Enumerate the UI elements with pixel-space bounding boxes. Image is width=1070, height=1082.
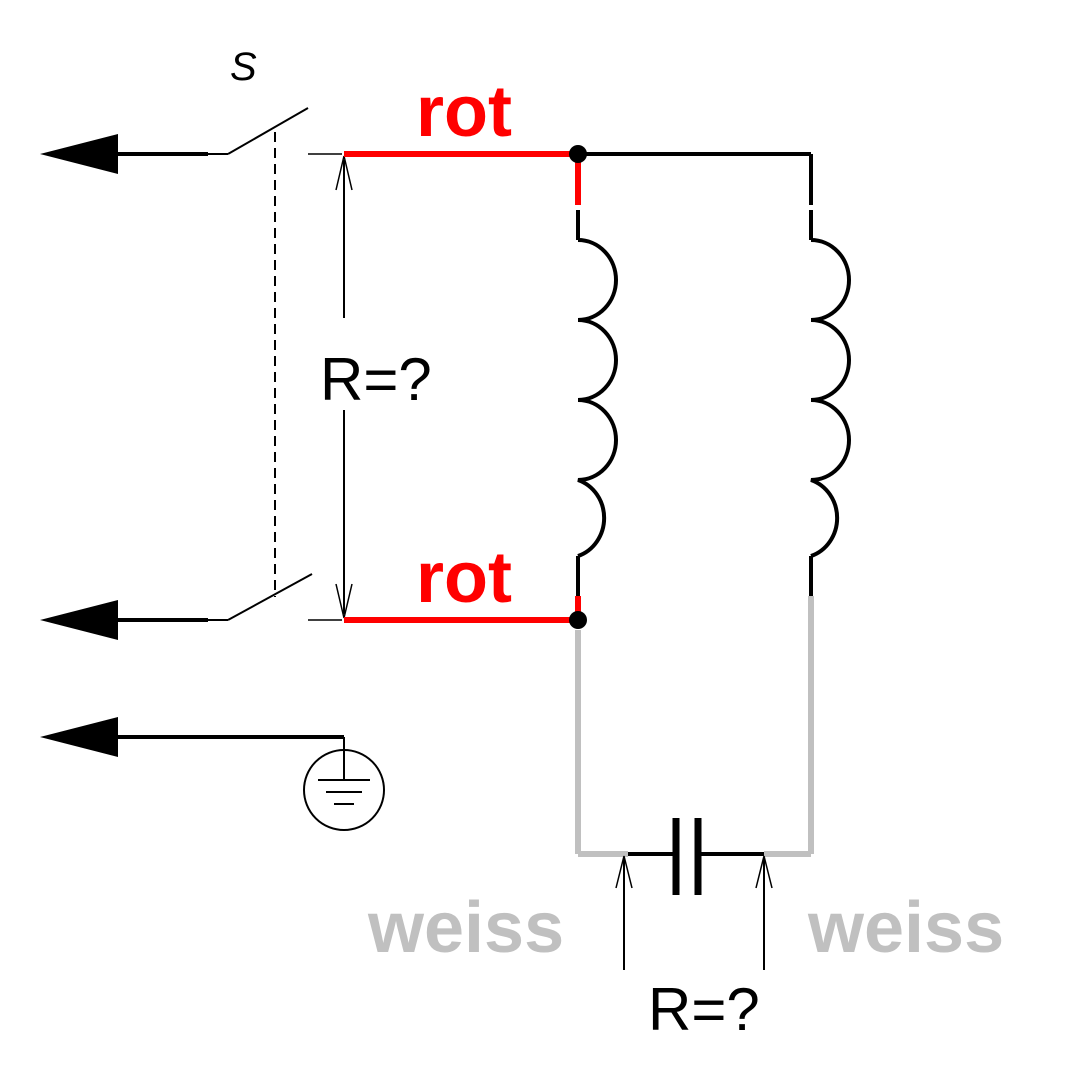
ground-symbol-icon bbox=[303, 737, 385, 831]
junction-dot-bottom bbox=[569, 611, 587, 629]
wire-color-label-bottom: rot bbox=[416, 538, 512, 618]
dimension-arrow-capacitor bbox=[615, 855, 773, 970]
wire-color-label-right-grey: weiss bbox=[807, 888, 1004, 968]
arrow-left-icon-middle bbox=[40, 600, 208, 640]
arrow-left-icon-bottom bbox=[40, 717, 344, 757]
wire-color-label-top: rot bbox=[416, 72, 512, 152]
inductor-coil-icon-right bbox=[809, 210, 851, 596]
arrow-left-icon-top bbox=[40, 134, 208, 174]
black-wire-top-right bbox=[578, 152, 813, 205]
wire-color-label-left-grey: weiss bbox=[367, 888, 564, 968]
resistance-label-capacitor: R=? bbox=[648, 976, 760, 1043]
switch-contact-icon bbox=[208, 107, 342, 621]
inductor-coil-icon-left bbox=[576, 210, 618, 596]
grey-wire-left bbox=[575, 630, 628, 857]
switch-label: S bbox=[230, 45, 257, 89]
junction-dot-top bbox=[569, 145, 587, 163]
grey-wire-right bbox=[764, 596, 814, 857]
red-wire-top bbox=[344, 151, 581, 205]
capacitor-icon bbox=[628, 818, 764, 895]
resistance-label-coil: R=? bbox=[320, 346, 432, 413]
